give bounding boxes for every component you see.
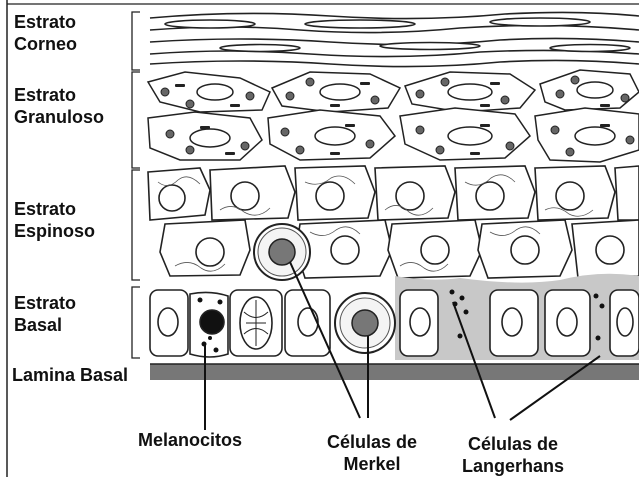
basal-lamina	[150, 364, 639, 380]
layer-brackets	[132, 12, 140, 358]
layer-word: Estrato	[14, 85, 104, 107]
layer-word: Estrato	[14, 199, 95, 221]
callout-line-2: Langerhans	[448, 456, 578, 477]
callout-line-2: Merkel	[312, 454, 432, 476]
layer-name: Granuloso	[14, 107, 104, 129]
layer-name: Basal	[14, 315, 76, 337]
label-estrato-basal: Estrato Basal	[14, 293, 76, 336]
callout-line-1: Células de	[312, 432, 432, 454]
layer-word: Estrato	[14, 293, 76, 315]
layer-name: Corneo	[14, 34, 77, 56]
label-lamina-basal: Lamina Basal	[12, 365, 128, 387]
layer-word: Estrato	[14, 12, 77, 34]
callout-line-1: Células de	[448, 434, 578, 456]
label-estrato-corneo: Estrato Corneo	[14, 12, 77, 55]
label-melanocitos: Melanocitos	[138, 430, 242, 452]
stratum-spinosum	[148, 166, 639, 280]
label-estrato-espinoso: Estrato Espinoso	[14, 199, 95, 242]
label-estrato-granuloso: Estrato Granuloso	[14, 85, 104, 128]
label-celulas-merkel: Células de Merkel	[312, 432, 432, 475]
label-celulas-langerhans: Células de Langerhans	[448, 434, 578, 477]
stratum-granulosum	[148, 70, 639, 162]
stratum-basale	[150, 274, 639, 360]
stratum-corneum	[150, 12, 639, 66]
layer-name: Espinoso	[14, 221, 95, 243]
